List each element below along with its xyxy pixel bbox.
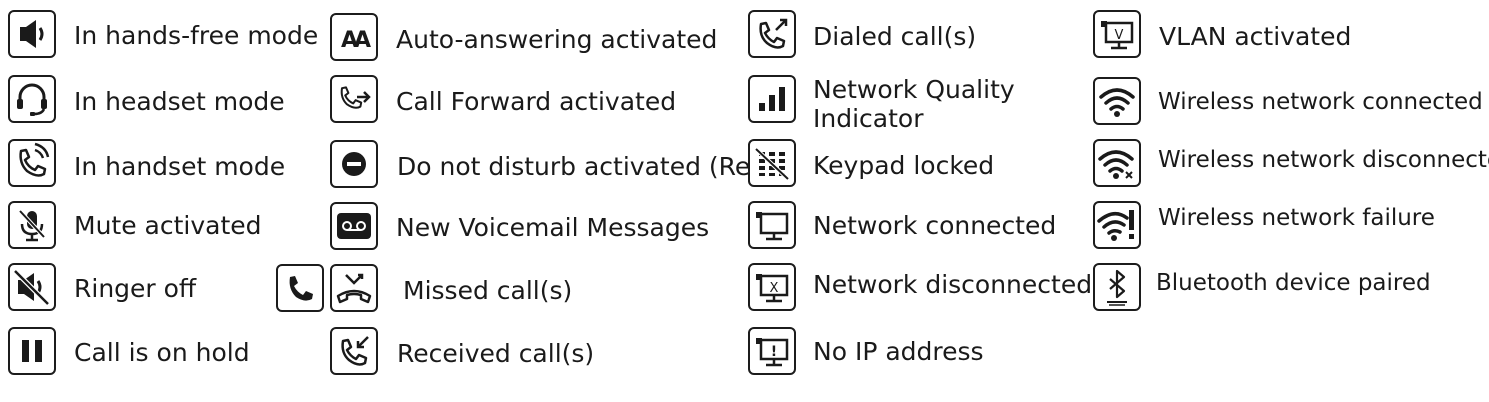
label-mute: Mute activated	[74, 211, 262, 240]
label-received: Received call(s)	[397, 339, 595, 368]
missed-call-icon	[330, 264, 378, 312]
auto-answer-glyph: AA	[341, 28, 371, 53]
label-headset: In headset mode	[74, 87, 285, 116]
network-disconnected-icon: X	[748, 263, 796, 311]
no-ip-icon: !	[748, 327, 796, 375]
label-dialed: Dialed call(s)	[813, 22, 977, 51]
mute-mic-icon	[8, 201, 56, 249]
handset-icon	[8, 139, 56, 187]
label-network-quality: Network Quality Indicator	[813, 75, 1015, 133]
hold-icon	[8, 327, 56, 375]
label-dnd: Do not disturb activated (Red)	[397, 152, 776, 181]
keypad-locked-icon	[748, 139, 796, 187]
label-hold: Call is on hold	[74, 338, 250, 367]
label-wifi-connected: Wireless network connected	[1158, 89, 1483, 115]
wifi-failure-icon	[1093, 201, 1141, 249]
vlan-icon: V	[1093, 10, 1141, 58]
label-bluetooth: Bluetooth device paired	[1156, 270, 1431, 296]
label-call-forward: Call Forward activated	[396, 87, 677, 116]
dialed-call-icon	[748, 10, 796, 58]
wifi-icon	[1093, 77, 1141, 125]
no-ip-glyph: !	[771, 344, 777, 360]
headset-icon	[8, 75, 56, 123]
label-auto-answer: Auto-answering activated	[396, 25, 718, 54]
call-forward-icon	[330, 75, 378, 123]
label-ringer-off: Ringer off	[74, 274, 197, 303]
label-missed: Missed call(s)	[403, 276, 573, 305]
disconnected-glyph: X	[770, 281, 779, 296]
label-handsfree: In hands-free mode	[74, 21, 319, 50]
bluetooth-icon	[1093, 263, 1141, 311]
label-no-ip: No IP address	[813, 337, 984, 366]
voicemail-icon	[330, 202, 378, 250]
label-network-connected: Network connected	[813, 211, 1057, 240]
auto-answer-icon: AA	[330, 13, 378, 61]
received-call-icon	[330, 327, 378, 375]
signal-bars-icon	[748, 75, 796, 123]
label-keypad-locked: Keypad locked	[813, 151, 995, 180]
speaker-icon	[8, 10, 56, 58]
label-vlan: VLAN activated	[1159, 22, 1352, 51]
label-wifi-disconnected: Wireless network disconnected	[1158, 147, 1489, 173]
do-not-disturb-icon	[330, 140, 378, 188]
label-handset: In handset mode	[74, 152, 286, 181]
wifi-disconnected-icon	[1093, 139, 1141, 187]
phone-icon	[276, 264, 324, 312]
label-network-disconnected: Network disconnected	[813, 270, 1093, 299]
label-voicemail: New Voicemail Messages	[396, 213, 710, 242]
vlan-glyph: V	[1115, 28, 1124, 43]
label-wifi-failure: Wireless network failure	[1158, 205, 1435, 231]
ringer-off-icon	[8, 263, 56, 311]
network-connected-icon	[748, 201, 796, 249]
